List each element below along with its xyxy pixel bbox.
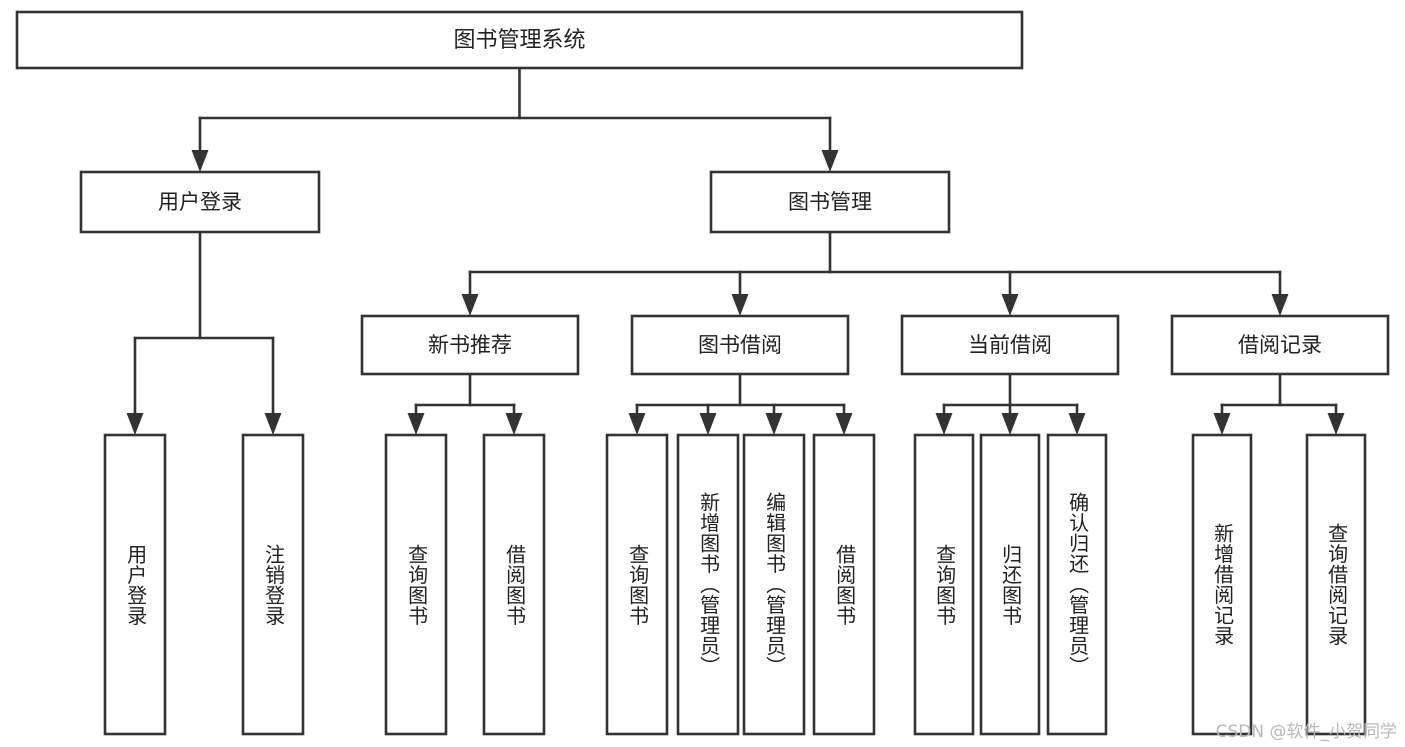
node-box-leaf-confirm-return[interactable] [1046,433,1108,736]
node-box-leaf-logout[interactable] [241,433,305,736]
node-box-leaf-query-book-2[interactable] [605,433,669,736]
node-box-user-login[interactable] [79,170,321,234]
node-box-book-manage[interactable] [709,170,951,234]
node-box-leaf-query-record[interactable] [1305,433,1367,736]
arrow-head-icon [461,294,479,316]
arrow-head-icon [821,150,839,172]
node-box-leaf-add-record[interactable] [1191,433,1253,736]
arrow-head-icon [699,413,717,435]
node-box-leaf-edit-book[interactable] [742,433,806,736]
arrow-head-icon [1001,294,1019,316]
arrow-head-icon [1001,413,1019,435]
node-label-book-manage: 图书管理 [788,190,872,214]
node-box-new-book-rec[interactable] [360,314,580,376]
node-label-current-borrow: 当前借阅 [968,333,1052,357]
node-box-leaf-borrow-book-2[interactable] [812,433,876,736]
arrow-head-icon [1271,294,1289,316]
node-label-root: 图书管理系统 [453,28,585,53]
node-label-new-book-rec: 新书推荐 [428,333,512,357]
arrow-head-icon [1068,413,1086,435]
arrow-head-icon [1327,413,1345,435]
arrow-head-icon [731,294,749,316]
node-box-leaf-return-book[interactable] [979,433,1041,736]
arrow-head-icon [628,413,646,435]
node-label-borrow-record: 借阅记录 [1238,333,1322,357]
arrow-head-icon [126,413,144,435]
node-box-leaf-borrow-book-1[interactable] [482,433,546,736]
node-box-leaf-query-book-3[interactable] [913,433,975,736]
arrow-head-icon [765,413,783,435]
node-boxes-group [15,10,1390,736]
node-box-leaf-add-book[interactable] [676,433,740,736]
node-label-user-login: 用户登录 [158,190,242,214]
arrow-head-icon [505,413,523,435]
node-box-root[interactable] [15,10,1024,70]
node-box-borrow-record[interactable] [1170,314,1390,376]
arrow-head-icon [935,413,953,435]
node-label-book-borrow: 图书借阅 [698,333,782,357]
node-box-current-borrow[interactable] [900,314,1120,376]
arrow-head-icon [835,413,853,435]
node-box-book-borrow[interactable] [630,314,850,376]
arrow-head-icon [264,413,282,435]
arrow-head-icon [1213,413,1231,435]
node-box-leaf-user-login[interactable] [103,433,167,736]
connector-lines-group [126,66,1345,435]
arrow-head-icon [407,413,425,435]
node-box-leaf-query-book-1[interactable] [384,433,448,736]
arrow-head-icon [191,150,209,172]
